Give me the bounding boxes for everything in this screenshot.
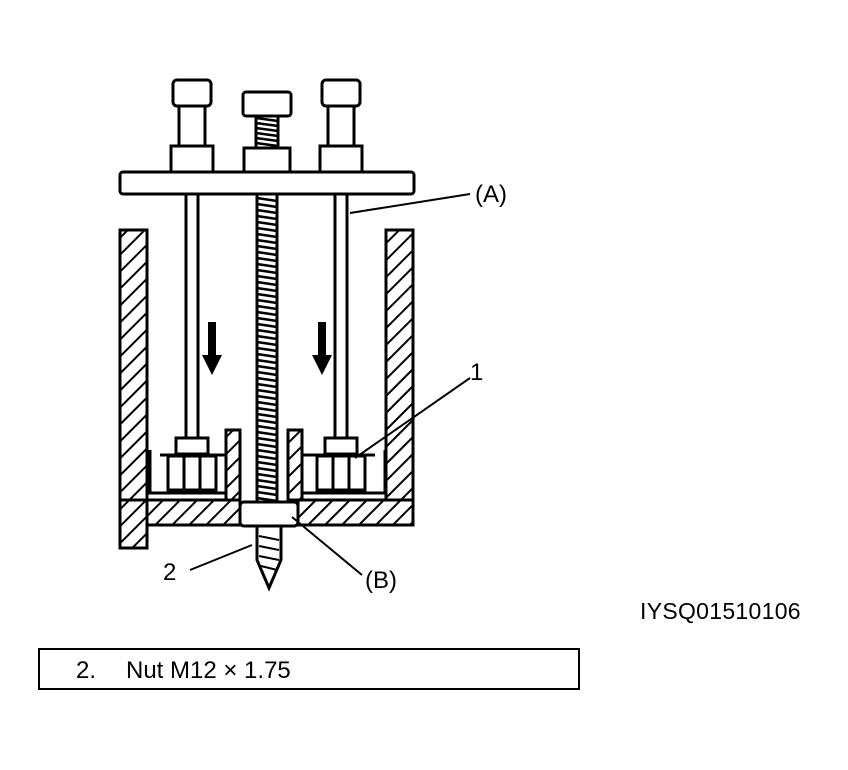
rod-thread-mark: [256, 226, 278, 233]
rod-thread-mark: [256, 346, 278, 353]
rod-thread-mark: [256, 466, 278, 473]
housing: [118, 228, 415, 550]
housing-left-wall: [118, 228, 149, 502]
rod-thread-mark: [256, 274, 278, 281]
rod-thread-mark: [256, 244, 278, 251]
rod-thread-mark: [256, 196, 278, 203]
rod-thread-mark: [256, 370, 278, 377]
legend-number: 2.: [76, 657, 97, 684]
callout-2: 2: [163, 559, 176, 586]
down-arrow-icon: [202, 322, 332, 375]
rod-thread-mark: [256, 412, 278, 419]
rod-thread-mark: [256, 460, 278, 467]
rod-thread-mark: [256, 256, 278, 263]
rod-thread-mark: [256, 352, 278, 359]
rod-thread-mark: [256, 214, 278, 221]
rod-thread-mark: [256, 388, 278, 395]
rod-thread-mark: [256, 400, 278, 407]
rod-thread-mark: [256, 418, 278, 425]
rod-thread-mark: [256, 436, 278, 443]
rod-thread-mark: [256, 472, 278, 479]
rod-thread-mark: [256, 322, 278, 329]
rod-thread-mark: [255, 141, 279, 148]
rod-thread-mark: [256, 268, 278, 275]
top-plate: [118, 170, 416, 196]
rod-thread-mark: [256, 310, 278, 317]
rod-thread-mark: [256, 262, 278, 269]
callout-1: 1: [470, 359, 483, 386]
rod-thread-mark: [256, 202, 278, 209]
rod-thread-mark: [256, 442, 278, 449]
rod-thread-mark: [256, 286, 278, 293]
housing-left-hub: [224, 428, 242, 502]
callout-a: (A): [475, 181, 507, 208]
center-threaded-rod: [238, 90, 300, 592]
rod-thread-mark: [255, 131, 279, 138]
rod-thread-mark: [256, 304, 278, 311]
rod-thread-mark: [256, 430, 278, 437]
rod-thread-mark: [256, 232, 278, 239]
rod-thread-mark: [256, 394, 278, 401]
rod-thread-mark: [256, 280, 278, 287]
rod-thread-mark: [256, 424, 278, 431]
rod-thread-mark: [256, 328, 278, 335]
callout-b: (B): [365, 567, 397, 594]
rod-thread-mark: [256, 490, 278, 497]
legend-text: Nut M12 × 1.75: [126, 657, 291, 684]
rod-thread-mark: [256, 376, 278, 383]
rod-thread-mark: [255, 126, 279, 133]
rod-thread-mark: [256, 238, 278, 245]
rod-thread-mark: [256, 340, 278, 347]
rod-thread-mark: [256, 220, 278, 227]
rod-thread-mark: [256, 484, 278, 491]
rod-thread-mark: [256, 478, 278, 485]
housing-bottom-left: [145, 498, 242, 527]
housing-right-wall: [384, 228, 415, 527]
rod-thread-mark: [255, 136, 279, 143]
housing-bottom-right: [296, 498, 415, 527]
housing-right-hub: [286, 428, 304, 502]
rod-thread-mark: [256, 406, 278, 413]
rod-thread-mark: [256, 358, 278, 365]
rod-thread-mark: [255, 121, 279, 128]
rod-thread-mark: [256, 292, 278, 299]
rod-thread-mark: [256, 334, 278, 341]
rod-thread-mark: [256, 208, 278, 215]
rod-thread-mark: [255, 116, 279, 123]
nut-b: [238, 500, 300, 528]
right-bolt: [315, 78, 367, 492]
leader-lines: [189, 193, 471, 576]
rod-thread-mark: [256, 250, 278, 257]
image-code: IYSQ01510106: [640, 598, 801, 624]
legend-box: 2. Nut M12 × 1.75: [38, 648, 580, 690]
rod-thread-mark: [256, 382, 278, 389]
left-bolt: [166, 78, 218, 492]
rod-thread-mark: [256, 448, 278, 455]
rod-thread-mark: [256, 454, 278, 461]
rod-thread-mark: [256, 364, 278, 371]
rod-thread-mark: [256, 298, 278, 305]
rod-thread-mark: [256, 316, 278, 323]
